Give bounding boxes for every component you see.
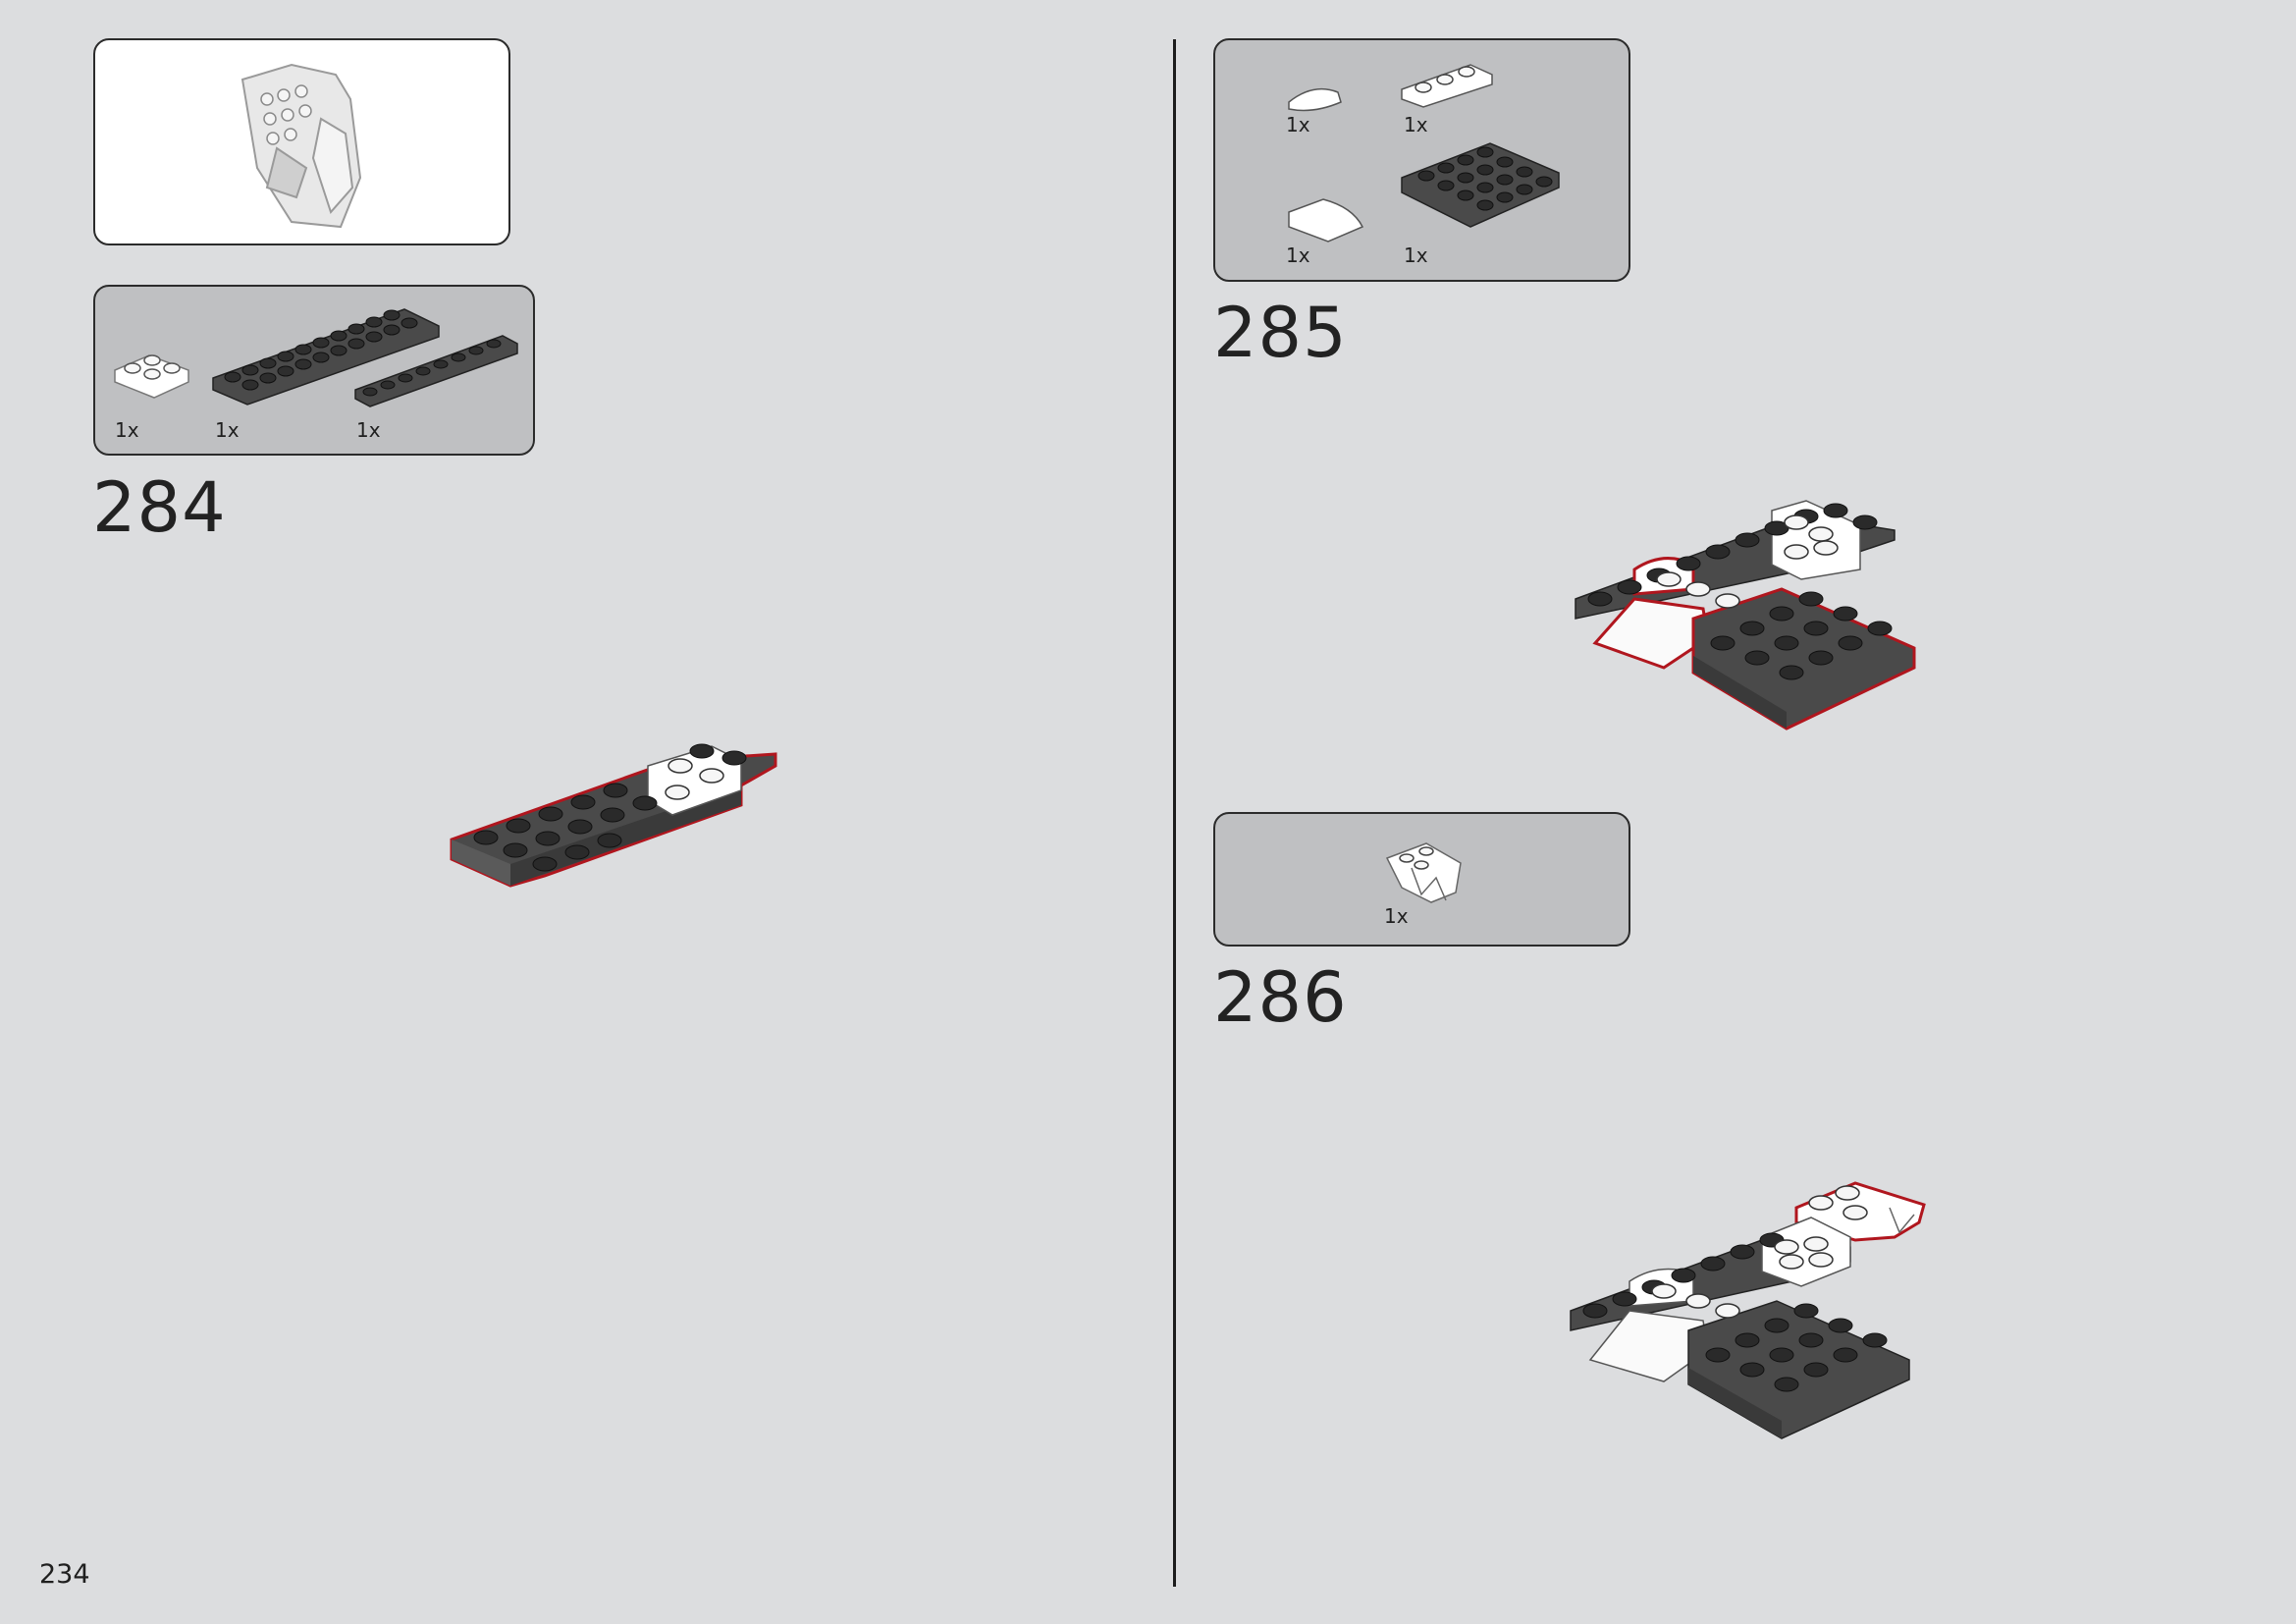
step-number: 286 [1213,957,1348,1038]
part-qty: 1x [1286,244,1310,267]
white-round-tile-icon [1288,87,1342,112]
white-wedge-icon [1385,842,1462,903]
page-number: 234 [39,1559,90,1590]
part-qty: 1x [356,418,381,442]
assembled-model-icon [240,63,362,229]
part-qty: 1x [1404,244,1428,267]
part-qty: 1x [1404,113,1428,136]
part-qty: 1x [215,418,240,442]
page-divider [1173,39,1176,1587]
white-curved-slope-icon [1288,198,1364,243]
model-preview-box [93,38,510,245]
part-qty: 1x [1286,113,1310,136]
white-plate-1x3-icon [1401,64,1493,108]
dark-plate-1x8-icon [354,335,518,407]
parts-callout-284: 1x 1x 1x [93,285,535,456]
step-number: 284 [92,467,227,548]
dark-plate-4x4-icon [1401,142,1560,228]
part-qty: 1x [1384,904,1409,928]
step-285-assembly [1575,500,1916,731]
step-286-assembly [1570,1181,1926,1439]
white-plate-icon [114,354,189,399]
parts-callout-285: 1x 1x 1x 1x [1213,38,1630,282]
step-number: 285 [1213,293,1348,373]
part-qty: 1x [115,418,139,442]
parts-callout-286: 1x [1213,812,1630,947]
dark-plate-2x10-icon [212,308,440,406]
step-284-assembly [450,743,777,888]
